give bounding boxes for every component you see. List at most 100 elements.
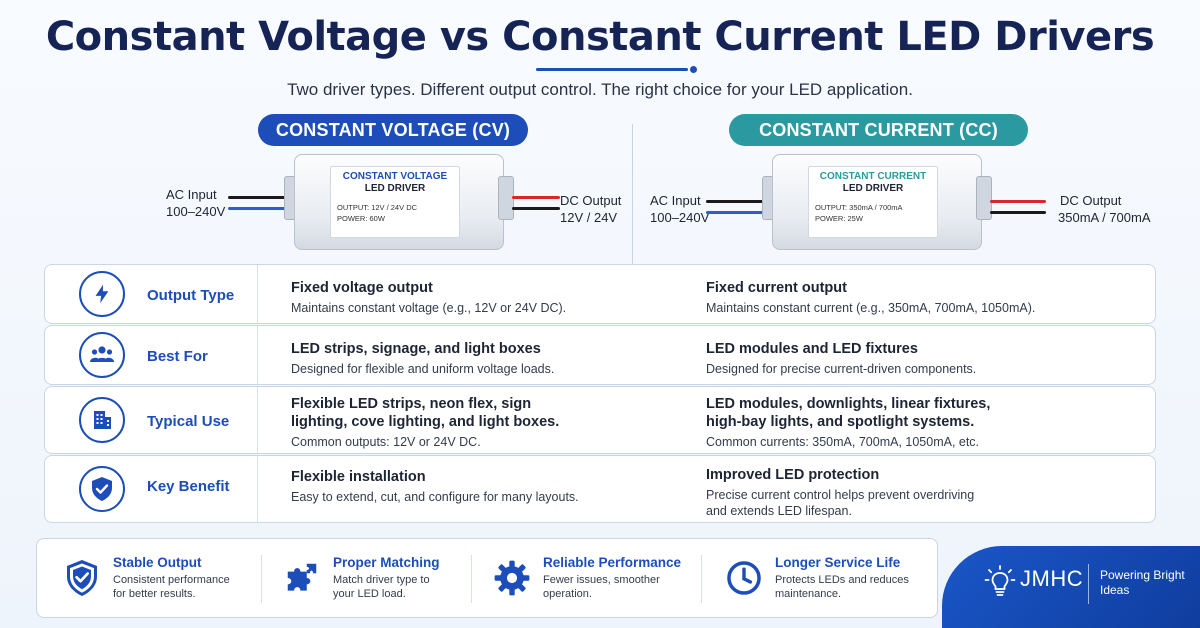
cv-cell-text: Designed for flexible and uniform voltag… <box>291 362 555 376</box>
comparison-table: Output Type Fixed voltage output Maintai… <box>44 264 1156 524</box>
cv-blue-wire <box>228 207 294 210</box>
row-label: Typical Use <box>147 413 230 430</box>
benefit-text: Protects LEDs and reduces maintenance. <box>775 574 909 600</box>
table-row-typical-use: Typical Use Flexible LED strips, neon fl… <box>44 386 1156 454</box>
cv-cell: Fixed voltage output Maintains constant … <box>291 279 671 316</box>
cv-label-kind: LED DRIVER <box>364 183 426 194</box>
column-divider <box>632 124 633 264</box>
benefits-strip: Stable Output Consistent performance for… <box>36 538 938 618</box>
cc-cell: Improved LED protection Precise current … <box>706 466 996 519</box>
cv-cell-text: Maintains constant voltage (e.g., 12V or… <box>291 301 567 315</box>
row-label: Output Type <box>147 287 235 304</box>
table-row-output-type: Output Type Fixed voltage output Maintai… <box>44 264 1156 324</box>
benefit-proper-matching: Proper Matching Match driver type to you… <box>281 539 481 619</box>
cc-cell: LED modules, downlights, linear fixtures… <box>706 395 1006 450</box>
benefit-text: Match driver type to your LED load. <box>333 574 430 600</box>
brand-block: JMHC Powering Bright Ideas <box>942 546 1200 628</box>
cc-input-title: AC Input <box>650 193 701 208</box>
shield-check-icon <box>61 557 103 599</box>
brand-name: JMHC <box>1020 566 1084 591</box>
row-separator <box>257 326 258 384</box>
cc-dc-output: DC Output 350mA / 700mA <box>1058 192 1151 226</box>
cc-cell-text: Maintains constant current (e.g., 350mA,… <box>706 301 1036 315</box>
brand-tagline: Powering Bright Ideas <box>1100 568 1185 597</box>
benefit-separator <box>471 555 472 603</box>
cc-mount-ear-right <box>976 176 992 220</box>
cc-driver-label: CONSTANT CURRENT LED DRIVER OUTPUT: 350m… <box>808 166 938 238</box>
cc-badge: CONSTANT CURRENT (CC) <box>729 114 1028 146</box>
cv-cell: Flexible installation Easy to extend, cu… <box>291 468 671 505</box>
cc-input-value: 100–240V <box>650 210 710 225</box>
cv-cell-heading: Fixed voltage output <box>291 280 433 296</box>
cc-cell-text: Designed for precise current-driven comp… <box>706 362 977 376</box>
puzzle-icon <box>281 557 323 599</box>
benefit-title: Reliable Performance <box>543 555 682 570</box>
cv-cell-heading: Flexible LED strips, neon flex, sign lig… <box>291 396 560 430</box>
benefit-text: Fewer issues, smoother operation. <box>543 574 660 600</box>
cc-spec-output: OUTPUT: 350mA / 700mA <box>815 203 903 212</box>
cc-black-out-wire <box>990 211 1046 214</box>
benefit-title: Stable Output <box>113 555 202 570</box>
cv-cell-text: Common outputs: 12V or 24V DC. <box>291 435 481 449</box>
row-separator <box>257 387 258 453</box>
row-label: Key Benefit <box>147 478 230 495</box>
cv-black-wire <box>228 196 294 199</box>
cc-output-title: DC Output <box>1060 193 1122 208</box>
cc-spec-power: POWER: 25W <box>815 214 863 223</box>
cv-input-title: AC Input <box>166 187 217 202</box>
cc-output-value: 350mA / 700mA <box>1058 210 1151 225</box>
benefit-stable-output: Stable Output Consistent performance for… <box>61 539 261 619</box>
cv-output-title: DC Output <box>560 193 622 208</box>
lightning-icon <box>79 271 125 317</box>
table-row-key-benefit: Key Benefit Flexible installation Easy t… <box>44 455 1156 523</box>
building-icon <box>79 397 125 443</box>
page-title: Constant Voltage vs Constant Current LED… <box>45 14 1155 60</box>
cc-black-wire <box>706 200 772 203</box>
cc-cell-heading: Fixed current output <box>706 280 847 296</box>
row-separator <box>257 456 258 522</box>
cv-cell-heading: LED strips, signage, and light boxes <box>291 341 541 357</box>
cc-ac-input: AC Input 100–240V <box>650 192 709 226</box>
cc-red-wire <box>990 200 1046 203</box>
title-underline <box>536 68 688 71</box>
cv-badge: CONSTANT VOLTAGE (CV) <box>258 114 528 146</box>
cc-cell-heading: LED modules, downlights, linear fixtures… <box>706 396 991 430</box>
benefit-text: Consistent performance for better result… <box>113 574 230 600</box>
clock-icon <box>723 557 765 599</box>
shield-check-icon <box>79 466 125 512</box>
table-row-best-for: Best For LED strips, signage, and light … <box>44 325 1156 385</box>
cc-label-kind: LED DRIVER <box>842 183 904 194</box>
cc-cell: LED modules and LED fixtures Designed fo… <box>706 340 1126 377</box>
cc-label-type: CONSTANT CURRENT <box>819 171 927 182</box>
benefit-title: Longer Service Life <box>775 555 901 570</box>
brand-separator <box>1088 564 1089 604</box>
page-subtitle: Two driver types. Different output contr… <box>287 80 913 99</box>
benefit-separator <box>701 555 702 603</box>
cc-cell-text: Precise current control helps prevent ov… <box>706 488 975 518</box>
benefit-longer-service-life: Longer Service Life Protects LEDs and re… <box>723 539 933 619</box>
cv-output-value: 12V / 24V <box>560 210 618 225</box>
row-label: Best For <box>147 348 208 365</box>
users-icon <box>79 332 125 378</box>
cv-spec-output: OUTPUT: 12V / 24V DC <box>337 203 418 212</box>
cv-driver-label: CONSTANT VOLTAGE LED DRIVER OUTPUT: 12V … <box>330 166 460 238</box>
cv-cell: LED strips, signage, and light boxes Des… <box>291 340 671 377</box>
cv-dc-output: DC Output 12V / 24V <box>560 192 621 226</box>
cv-black-out-wire <box>512 207 560 210</box>
cv-input-value: 100–240V <box>166 204 226 219</box>
title-underline-dot <box>690 66 697 73</box>
cv-cell: Flexible LED strips, neon flex, sign lig… <box>291 395 581 450</box>
cv-cell-text: Easy to extend, cut, and configure for m… <box>291 490 579 504</box>
cv-cell-heading: Flexible installation <box>291 469 426 485</box>
cv-spec-power: POWER: 60W <box>337 214 385 223</box>
benefit-reliable-performance: Reliable Performance Fewer issues, smoot… <box>491 539 711 619</box>
cc-cell-heading: Improved LED protection <box>706 467 880 483</box>
cv-driver-illustration: CONSTANT VOLTAGE LED DRIVER OUTPUT: 12V … <box>284 154 514 250</box>
cc-cell-text: Common currents: 350mA, 700mA, 1050mA, e… <box>706 435 980 449</box>
cv-label-type: CONSTANT VOLTAGE <box>342 171 448 182</box>
cc-driver-illustration: CONSTANT CURRENT LED DRIVER OUTPUT: 350m… <box>762 154 992 250</box>
benefit-separator <box>261 555 262 603</box>
cc-cell: Fixed current output Maintains constant … <box>706 279 1126 316</box>
cv-ac-input: AC Input 100–240V <box>166 186 225 220</box>
